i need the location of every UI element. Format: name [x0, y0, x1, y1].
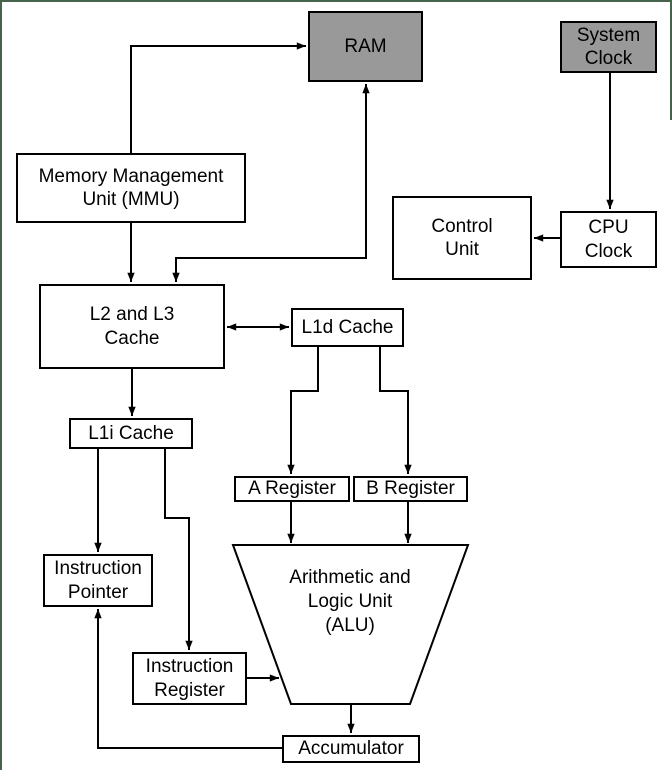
node-alu-label: Arithmetic and Logic Unit (ALU): [289, 567, 411, 636]
node-l2-l3-cache: L2 and L3 Cache: [39, 284, 225, 369]
node-mmu: Memory Management Unit (MMU): [16, 153, 246, 223]
edge-l1d-to-breg: [379, 347, 412, 474]
node-b-register: B Register: [353, 476, 468, 502]
node-instruction-register: Instruction Register: [132, 652, 247, 705]
node-l1d-cache: L1d Cache: [291, 308, 404, 347]
node-system-clock: System Clock: [560, 21, 657, 73]
node-accumulator: Accumulator: [282, 735, 420, 763]
node-ram: RAM: [308, 11, 423, 82]
node-instruction-pointer: Instruction Pointer: [43, 554, 153, 607]
node-cpu-clock: CPU Clock: [560, 211, 657, 268]
edge-mmu-to-ram: [130, 42, 306, 153]
node-a-register: A Register: [234, 476, 350, 502]
frame-border-right: [670, 0, 672, 120]
node-l1i-cache: L1i Cache: [69, 418, 193, 449]
frame-border-top: [0, 0, 672, 2]
node-control-unit: Control Unit: [392, 196, 532, 280]
edge-l1d-to-areg: [287, 347, 319, 474]
edge-l1i-to-ir: [164, 449, 193, 650]
frame-border-left: [0, 0, 2, 770]
